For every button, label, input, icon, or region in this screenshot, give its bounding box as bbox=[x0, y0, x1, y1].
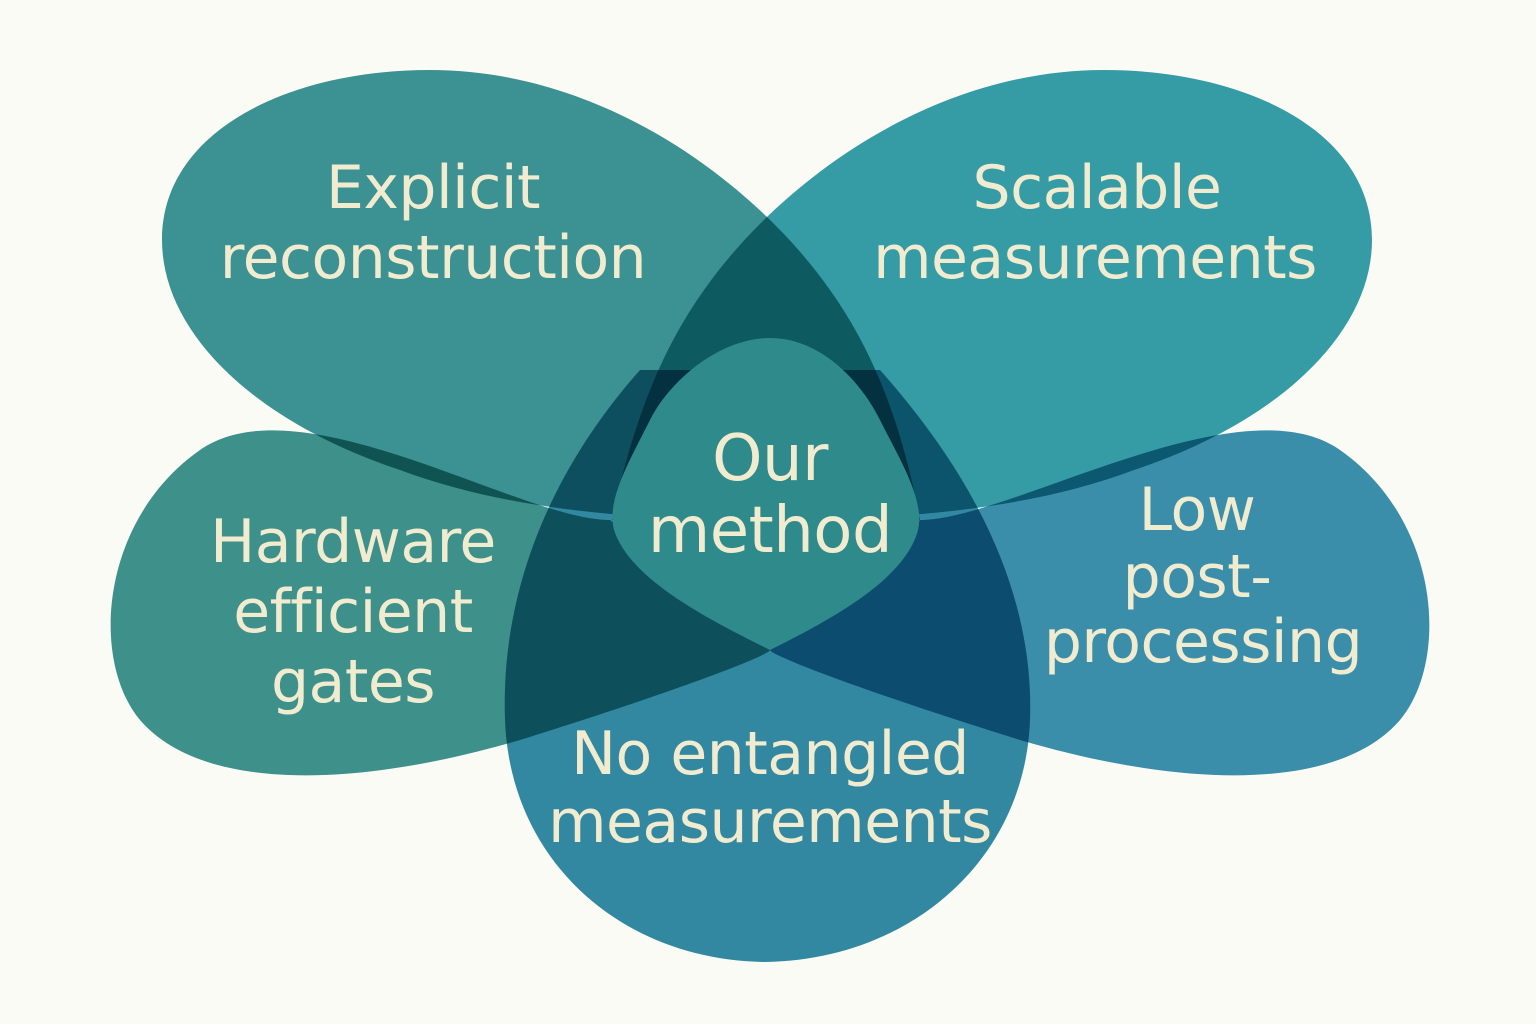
petal-bottom-line-2: measurements bbox=[548, 787, 992, 857]
petal-left-line-2: efficient bbox=[233, 577, 472, 647]
petal-right-line-2: post- bbox=[1123, 542, 1272, 612]
petal-left-line-1: Hardware bbox=[210, 507, 496, 577]
petal-top-right-line-2: measurements bbox=[873, 223, 1317, 293]
center-label-line-1: Our bbox=[712, 422, 829, 496]
petal-top-left-line-1: Explicit bbox=[326, 153, 540, 223]
petal-top-right-line-1: Scalable bbox=[973, 153, 1222, 223]
petal-right-line-3: processing bbox=[1044, 607, 1362, 677]
center-region bbox=[612, 338, 920, 650]
petal-bottom-line-1: No entangled bbox=[571, 719, 969, 789]
petal-left-line-3: gates bbox=[271, 647, 435, 717]
petals-layer bbox=[110, 70, 1430, 962]
labels-layer: Explicit reconstruction Scalable measure… bbox=[210, 153, 1363, 857]
petal-top-left-line-2: reconstruction bbox=[220, 223, 646, 293]
petal-right-line-1: Low bbox=[1139, 475, 1256, 545]
center-label-line-2: method bbox=[648, 494, 892, 568]
